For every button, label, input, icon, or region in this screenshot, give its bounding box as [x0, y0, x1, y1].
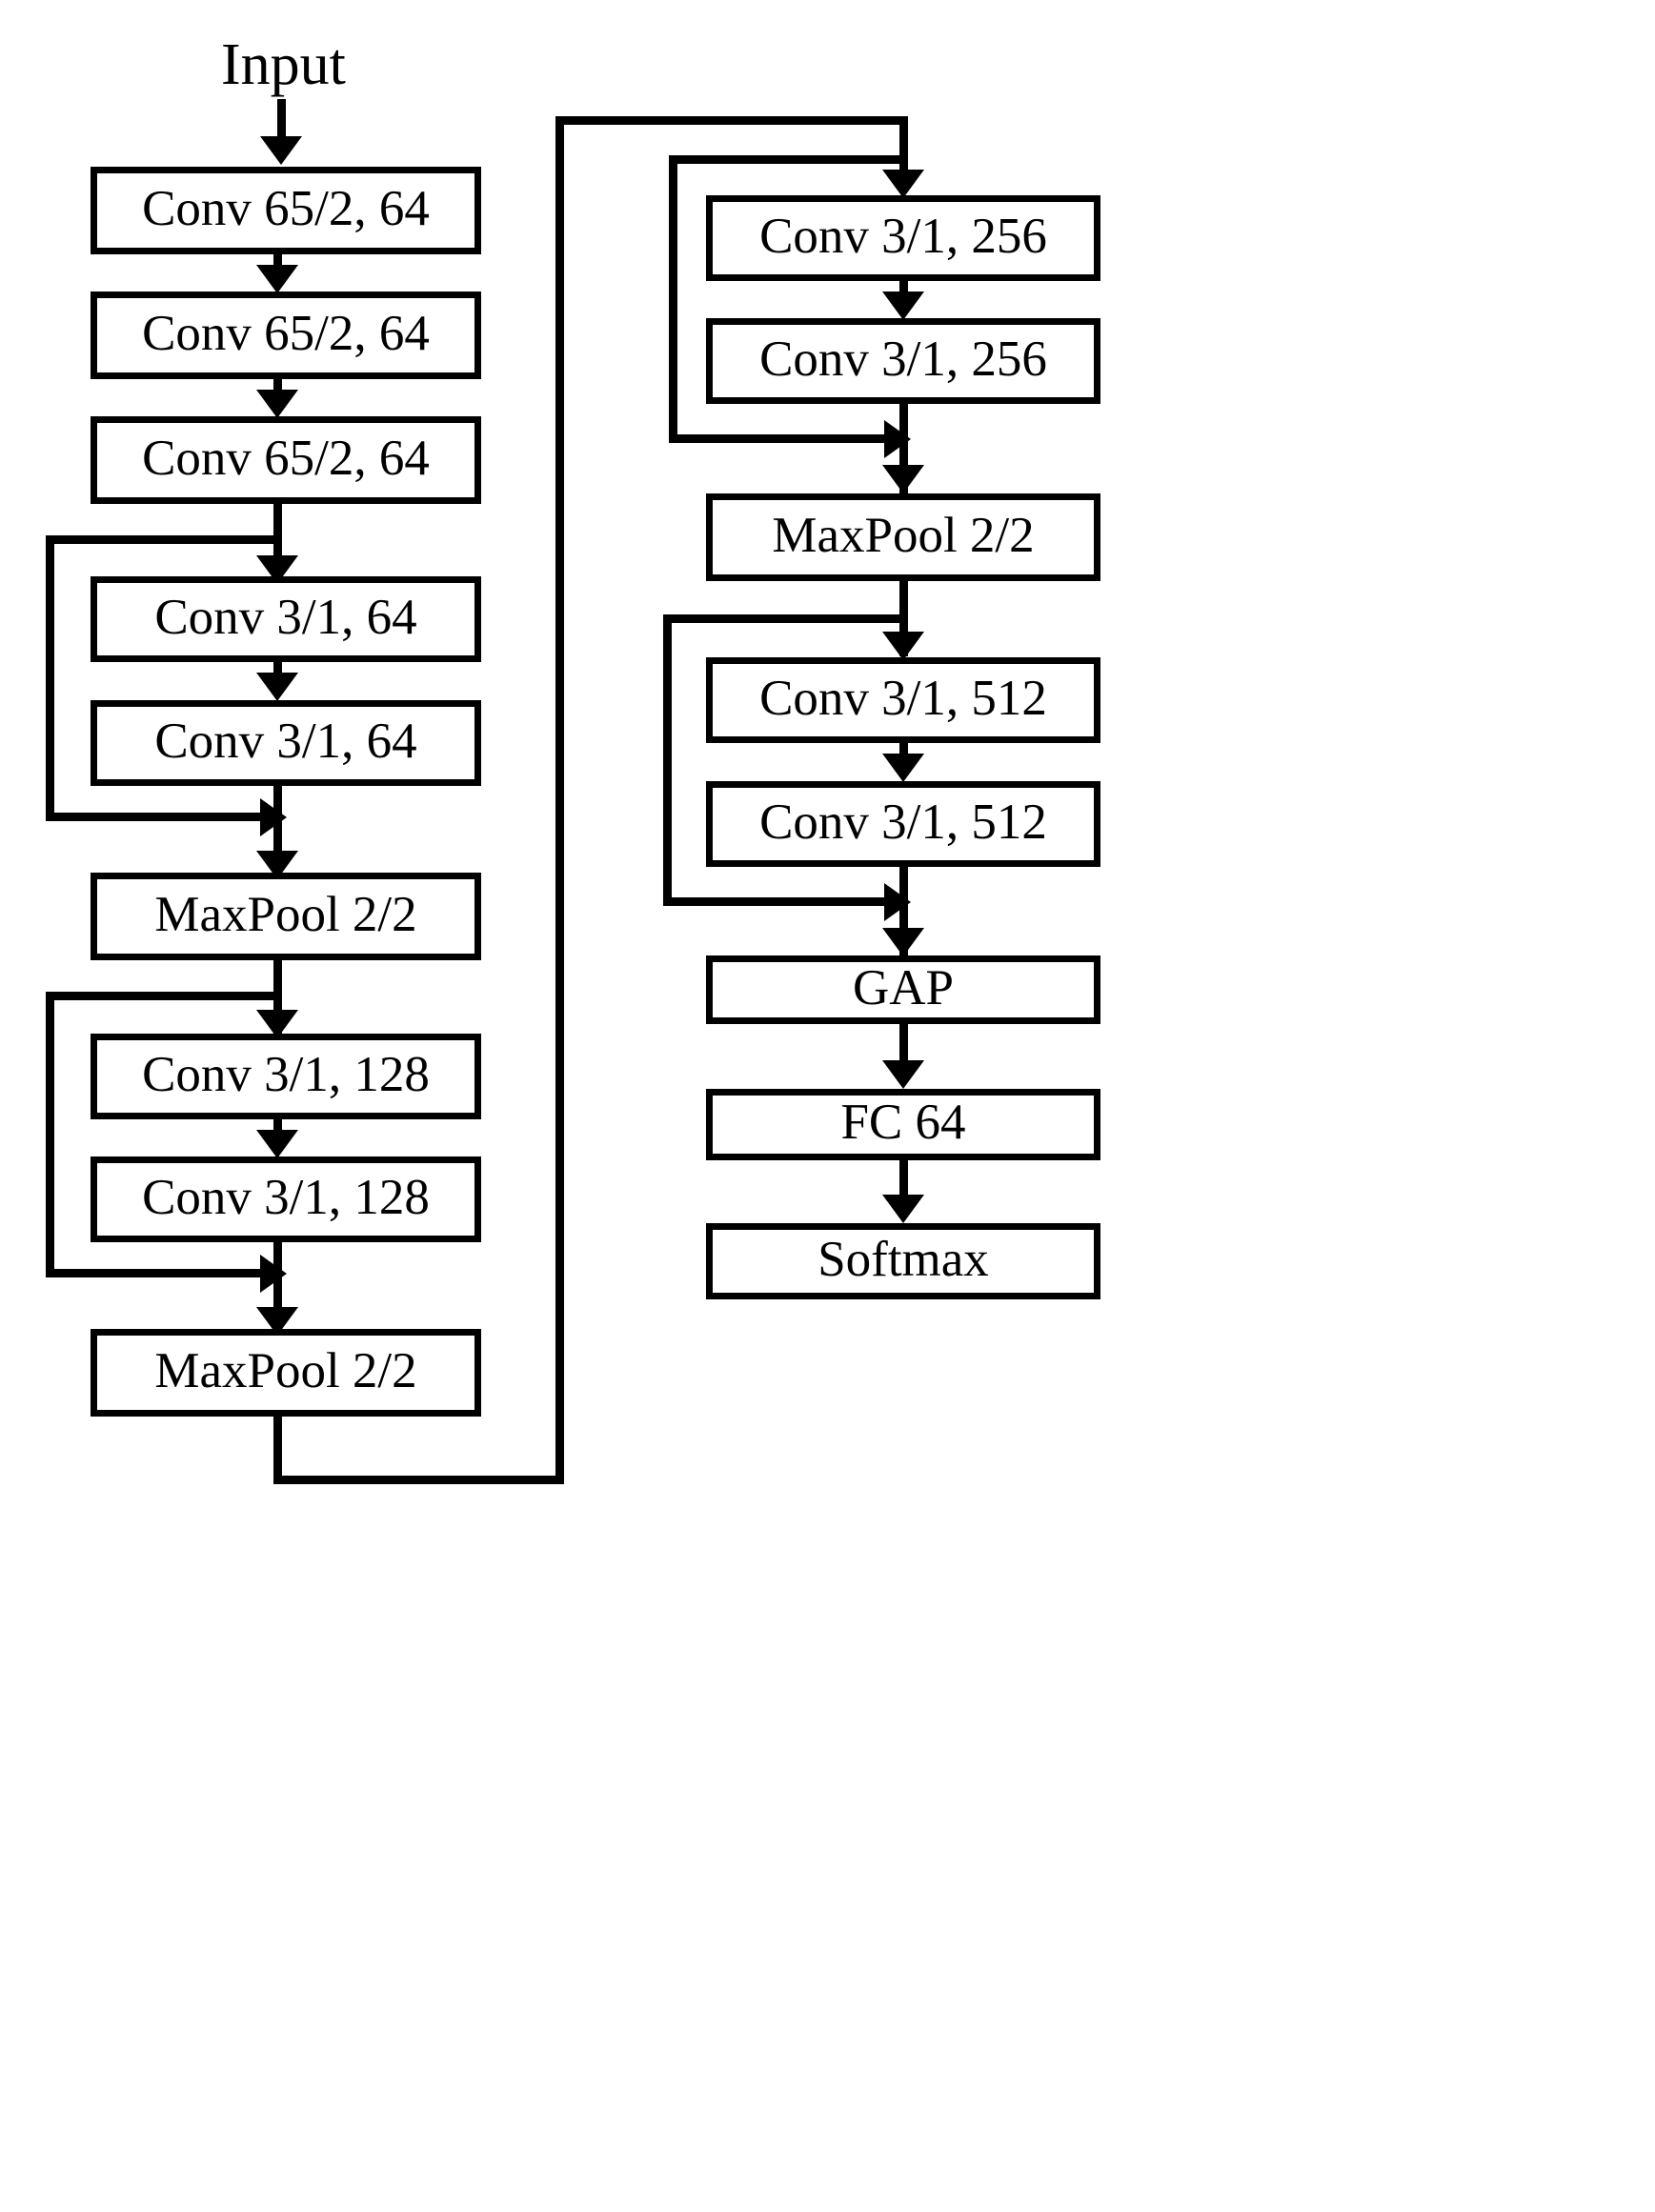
node-conv4-label: Conv 3/1, 64 [154, 589, 417, 645]
node-fc-label: FC 64 [840, 1095, 966, 1150]
wrap-right-up-segment [555, 116, 564, 1484]
node-softmax[interactable]: Softmax [706, 1223, 1100, 1299]
skip2-left-segment [46, 992, 54, 1277]
wrap-down-segment [273, 1416, 282, 1484]
input-label: Input [221, 32, 346, 97]
node-fc[interactable]: FC 64 [706, 1089, 1100, 1160]
skip1-top-segment [46, 535, 279, 544]
node-conv5-label: Conv 3/1, 64 [154, 713, 417, 769]
wrap-arrowhead-into-conv8 [882, 170, 924, 198]
arrowhead-conv6-to-conv7 [256, 1130, 298, 1158]
edge-conv9-to-pool3 [899, 403, 908, 494]
node-pool3-label: MaxPool 2/2 [772, 507, 1035, 563]
arrowhead-conv9-to-pool3 [882, 465, 924, 493]
node-gap[interactable]: GAP [706, 955, 1100, 1024]
node-pool3[interactable]: MaxPool 2/2 [706, 493, 1100, 581]
node-conv10-label: Conv 3/1, 512 [759, 670, 1047, 726]
node-conv1-label: Conv 65/2, 64 [142, 180, 430, 236]
node-conv9[interactable]: Conv 3/1, 256 [706, 318, 1100, 404]
arrowhead-input-to-conv1 [260, 136, 302, 165]
node-pool2-label: MaxPool 2/2 [154, 1342, 417, 1398]
node-conv1[interactable]: Conv 65/2, 64 [91, 167, 481, 254]
edge-conv11-to-gap [899, 866, 908, 957]
arrowhead-gap-to-fc [882, 1060, 924, 1089]
skip2-top-segment [46, 992, 279, 1000]
arrowhead-conv4-to-conv5 [256, 673, 298, 701]
edge-conv7-to-pool2 [273, 1241, 282, 1329]
node-conv8-label: Conv 3/1, 256 [759, 208, 1047, 264]
arrowhead-pool3-to-conv10 [882, 632, 924, 660]
node-conv7-label: Conv 3/1, 128 [142, 1169, 430, 1225]
node-pool1-label: MaxPool 2/2 [154, 886, 417, 942]
node-conv9-label: Conv 3/1, 256 [759, 331, 1047, 387]
wrap-top-segment [555, 116, 908, 125]
edge-gap-to-fc [899, 1023, 908, 1080]
node-conv2[interactable]: Conv 65/2, 64 [91, 292, 481, 379]
wrap-into-conv8-segment [899, 116, 908, 185]
node-conv3[interactable]: Conv 65/2, 64 [91, 416, 481, 504]
edge-input-to-conv1 [277, 99, 286, 149]
arrowhead-fc-to-softmax [882, 1195, 924, 1223]
node-conv5[interactable]: Conv 3/1, 64 [91, 700, 481, 786]
node-conv6[interactable]: Conv 3/1, 128 [91, 1034, 481, 1119]
skip4-bottom-segment [663, 897, 899, 906]
node-conv11[interactable]: Conv 3/1, 512 [706, 781, 1100, 867]
skip3-top-segment [669, 155, 905, 164]
node-softmax-label: Softmax [817, 1231, 989, 1287]
node-conv10[interactable]: Conv 3/1, 512 [706, 657, 1100, 743]
arrowhead-conv11-to-gap [882, 928, 924, 956]
node-conv11-label: Conv 3/1, 512 [759, 794, 1047, 850]
node-conv3-label: Conv 65/2, 64 [142, 430, 430, 486]
skip3-bottom-segment [669, 434, 899, 443]
arrowhead-conv1-to-conv2 [256, 265, 298, 293]
arrowhead-conv2-to-conv3 [256, 390, 298, 418]
skip1-bottom-segment [46, 813, 274, 821]
node-pool2[interactable]: MaxPool 2/2 [91, 1329, 481, 1417]
node-conv6-label: Conv 3/1, 128 [142, 1046, 430, 1102]
arrowhead-conv10-to-conv11 [882, 754, 924, 782]
skip4-top-segment [663, 614, 905, 623]
node-conv7[interactable]: Conv 3/1, 128 [91, 1156, 481, 1242]
wrap-bottom-segment [273, 1476, 564, 1484]
node-conv2-label: Conv 65/2, 64 [142, 305, 430, 361]
edge-conv5-to-pool1 [273, 785, 282, 873]
skip1-left-segment [46, 535, 54, 821]
skip3-left-segment [669, 155, 677, 443]
node-conv8[interactable]: Conv 3/1, 256 [706, 195, 1100, 281]
node-gap-label: GAP [852, 959, 955, 1016]
edge-fc-to-softmax [899, 1159, 908, 1215]
arrowhead-conv8-to-conv9 [882, 292, 924, 320]
skip4-left-segment [663, 614, 672, 906]
node-pool1[interactable]: MaxPool 2/2 [91, 873, 481, 960]
skip2-bottom-segment [46, 1269, 274, 1277]
node-conv4[interactable]: Conv 3/1, 64 [91, 576, 481, 662]
